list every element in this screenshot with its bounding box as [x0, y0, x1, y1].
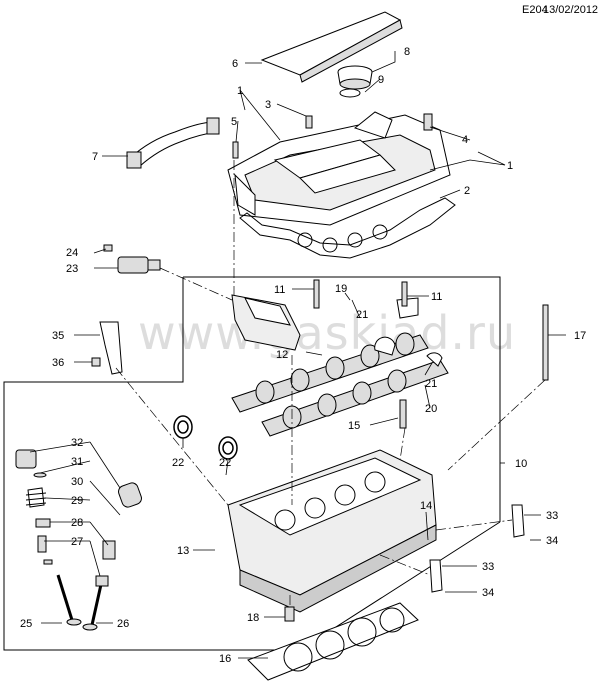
callout-33a: 33 [546, 510, 558, 522]
diagram-code: E204 [522, 4, 548, 16]
assembly-frame [183, 276, 501, 522]
callout-34a: 34 [546, 535, 558, 547]
callout-11b: 11 [431, 291, 442, 303]
callout-22b: 22 [219, 457, 231, 469]
callout-4: 4 [462, 134, 468, 146]
camshaft-housing [231, 294, 301, 351]
cover-gasket [239, 197, 456, 259]
bolts-top [232, 113, 433, 159]
callout-labels: 6 8 9 1 3 5 4 7 1 2 24 23 11 19 11 21 17… [20, 46, 586, 665]
bracket-35 [91, 321, 123, 375]
callout-3: 3 [265, 99, 271, 111]
phaser-solenoid [103, 244, 161, 274]
callout-13: 13 [177, 545, 189, 557]
callout-5: 5 [231, 116, 237, 128]
dowel-18 [284, 606, 295, 622]
callout-1a: 1 [237, 85, 243, 97]
callout-1b: 1 [507, 160, 513, 172]
callout-36: 36 [52, 357, 64, 369]
callout-18: 18 [247, 612, 259, 624]
callout-16: 16 [219, 653, 231, 665]
callout-23: 23 [66, 263, 78, 275]
callout-21a: 21 [356, 309, 368, 321]
callout-15: 15 [348, 420, 360, 432]
head-gasket [247, 602, 419, 681]
cylinder-head [227, 449, 437, 613]
callout-8: 8 [404, 46, 410, 58]
callout-17: 17 [574, 330, 586, 342]
brackets-33 [429, 504, 525, 593]
callout-32: 32 [71, 437, 83, 449]
leader-lines [29, 51, 566, 659]
top-cover-plate [260, 11, 403, 83]
callout-22a: 22 [172, 457, 184, 469]
breather-hose [126, 117, 220, 169]
callout-33b: 33 [482, 561, 494, 573]
alignment-lines [115, 160, 546, 607]
camshaft-intake [231, 332, 429, 413]
valve-cover [227, 111, 451, 226]
callout-27: 27 [71, 536, 83, 548]
callout-30: 30 [71, 476, 83, 488]
oil-filler-cap [337, 65, 373, 98]
callout-20: 20 [425, 403, 437, 415]
camshaft-seals [173, 415, 238, 460]
callout-24: 24 [66, 247, 78, 259]
callout-29: 29 [71, 495, 83, 507]
callout-6: 6 [232, 58, 238, 70]
callout-21b: 21 [425, 378, 437, 390]
diagram-date: 13/02/2012 [543, 4, 599, 16]
callout-14: 14 [420, 500, 432, 512]
camshaft-exhaust [261, 359, 449, 437]
callout-28: 28 [71, 517, 83, 529]
callout-31: 31 [71, 456, 83, 468]
callout-35: 35 [52, 330, 64, 342]
valve-train [15, 449, 142, 631]
callout-9: 9 [378, 74, 384, 86]
callout-34b: 34 [482, 587, 494, 599]
watermark: www.gaskiad.ru [138, 306, 517, 360]
bolts-mid [313, 279, 549, 429]
callout-10: 10 [515, 458, 527, 470]
callout-2: 2 [464, 185, 470, 197]
callout-7: 7 [92, 151, 98, 163]
callout-11a: 11 [274, 284, 285, 296]
callout-26: 26 [117, 618, 129, 630]
callout-25: 25 [20, 618, 32, 630]
callout-19: 19 [335, 283, 347, 295]
callout-12: 12 [276, 349, 288, 361]
